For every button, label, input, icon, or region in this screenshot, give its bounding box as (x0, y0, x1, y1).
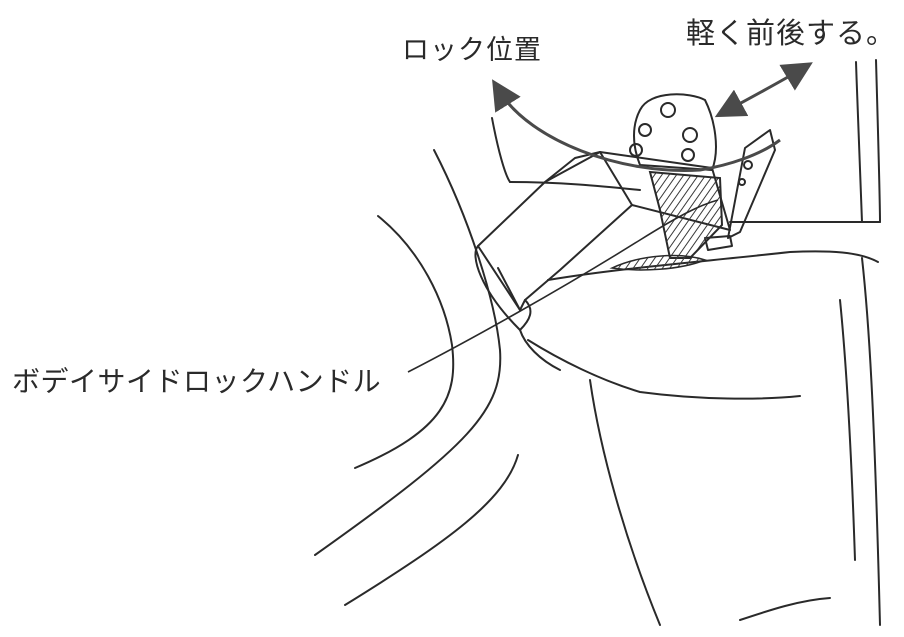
latch-post-hatched (648, 170, 724, 259)
pivot-bracket (727, 129, 776, 239)
handle-leader-line (407, 199, 719, 373)
seat-right-edge (861, 257, 881, 626)
mount-hole-4 (681, 148, 695, 162)
mount-plate (633, 93, 717, 171)
handle-lever-end (474, 245, 532, 331)
lock-position-label: ロック位置 (402, 35, 542, 66)
latch-base-hatched (609, 254, 708, 271)
body-edge-right (855, 61, 863, 223)
handle-lever-slot (497, 267, 521, 311)
seat-lower-curve (739, 597, 831, 621)
seat-right-edge-2 (839, 299, 856, 561)
fore-aft-arrow (714, 62, 813, 118)
seat-bottom-left (519, 329, 561, 371)
pivot-clip (704, 235, 733, 251)
seat-top-edge (547, 250, 879, 281)
seat-front-curve (589, 379, 661, 626)
pivot-hole-2 (738, 178, 746, 186)
trim-curve-lower (344, 454, 519, 606)
move-lightly-label: 軽く前後する。 (686, 16, 897, 50)
body-side-lock-handle-label: ボデイサイドロックハンドル (12, 365, 382, 398)
seat-side-left (527, 339, 801, 400)
mount-hole-3 (638, 123, 652, 137)
trim-curve-inner (354, 215, 455, 469)
body-edge-right-2 (875, 59, 881, 223)
body-edge-sill (509, 181, 641, 191)
handle-lever-body (477, 151, 633, 311)
mount-hole-2 (682, 127, 698, 143)
mount-hole-5 (629, 143, 643, 157)
trim-curve-outer (314, 149, 502, 556)
pivot-hole-1 (743, 160, 753, 170)
mount-hole-1 (660, 102, 676, 118)
lock-position-arrow (492, 79, 781, 172)
body-edge-upper (491, 117, 511, 183)
